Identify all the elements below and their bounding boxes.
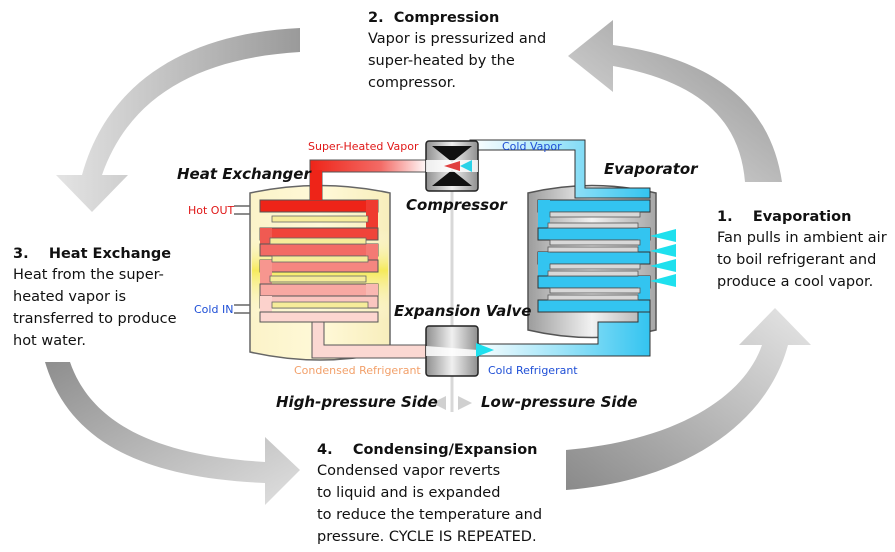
step-title: Heat Exchange bbox=[48, 246, 172, 262]
step-compression-title: 2. Compression bbox=[368, 8, 546, 28]
cycle-arrow-top-left bbox=[56, 28, 300, 212]
step-number: 2. bbox=[368, 10, 384, 26]
cycle-arrow-bottom-right bbox=[566, 308, 811, 490]
step-number: 1. bbox=[717, 209, 733, 225]
step-condensing-expansion-body: Condensed vapor reverts to liquid and is… bbox=[317, 463, 543, 545]
expansion-valve bbox=[425, 325, 494, 377]
heat-exchanger-label: Heat Exchanger bbox=[177, 165, 311, 183]
super-heated-vapor-label: Super-Heated Vapor bbox=[308, 140, 419, 153]
side-arrows bbox=[432, 396, 472, 410]
step-evaporation-title: 1. Evaporation bbox=[717, 207, 887, 227]
step-condensing-expansion: 4. Condensing/Expansion Condensed vapor … bbox=[317, 440, 542, 548]
fan-air-arrows bbox=[650, 229, 676, 287]
step-title: Evaporation bbox=[752, 209, 852, 225]
high-pressure-side-label: High-pressure Side bbox=[276, 393, 438, 411]
step-number: 4. bbox=[317, 442, 333, 458]
step-compression: 2. Compression Vapor is pressurized and … bbox=[368, 8, 546, 94]
compressor-label: Compressor bbox=[406, 196, 507, 214]
cold-refrigerant-label: Cold Refrigerant bbox=[488, 364, 578, 377]
step-compression-body: Vapor is pressurized and super-heated by… bbox=[368, 31, 547, 91]
evaporator-label: Evaporator bbox=[604, 160, 698, 178]
low-pressure-side-label: Low-pressure Side bbox=[481, 393, 638, 411]
step-heat-exchange-title: 3. Heat Exchange bbox=[13, 244, 177, 264]
cold-in-label: Cold IN bbox=[194, 303, 234, 316]
step-evaporation: 1. Evaporation Fan pulls in ambient air … bbox=[717, 207, 887, 293]
step-title: Compression bbox=[393, 10, 500, 26]
step-number: 3. bbox=[13, 246, 29, 262]
cycle-arrow-top-right bbox=[568, 20, 782, 182]
step-heat-exchange-body: Heat from the super- heated vapor is tra… bbox=[13, 267, 177, 349]
condensed-refrigerant-label: Condensed Refrigerant bbox=[294, 364, 421, 377]
compressor bbox=[425, 140, 479, 192]
step-title: Condensing/Expansion bbox=[352, 442, 538, 458]
heat-exchanger-coil bbox=[259, 159, 431, 359]
cold-vapor-label: Cold Vapor bbox=[502, 140, 562, 153]
expansion-valve-label: Expansion Valve bbox=[394, 302, 532, 320]
cycle-arrow-bottom-left bbox=[45, 362, 300, 505]
hot-out-label: Hot OUT bbox=[188, 204, 235, 217]
step-heat-exchange: 3. Heat Exchange Heat from the super- he… bbox=[13, 244, 177, 352]
evaporator-coil bbox=[469, 139, 651, 357]
step-condensing-expansion-title: 4. Condensing/Expansion bbox=[317, 440, 542, 460]
step-evaporation-body: Fan pulls in ambient air to boil refrige… bbox=[717, 230, 887, 290]
